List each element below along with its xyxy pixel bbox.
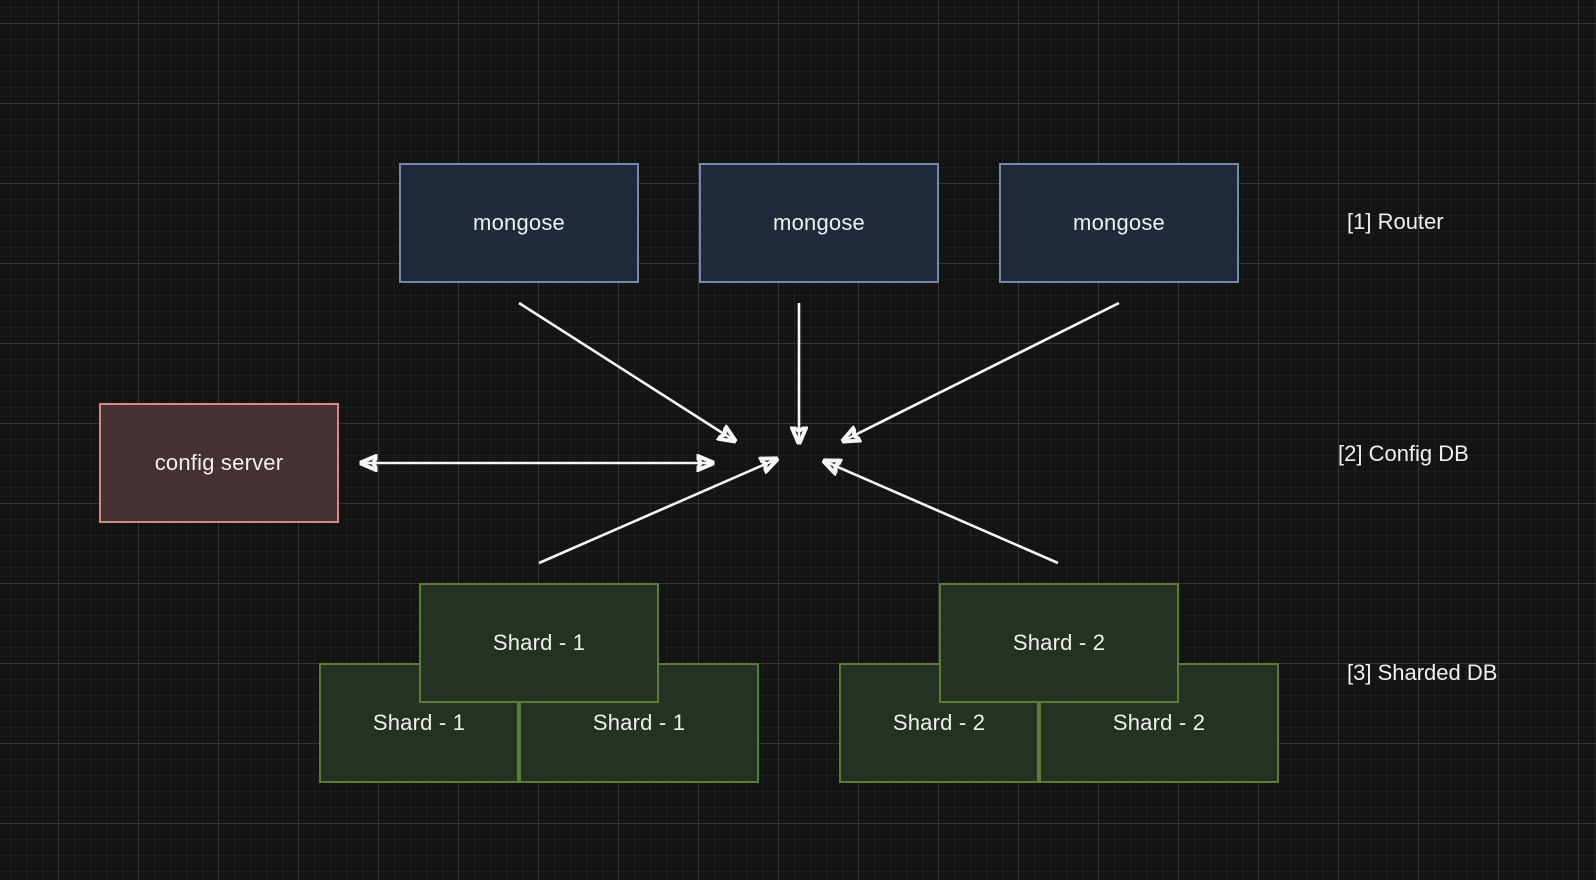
shard1-primary-label: Shard - 1 [492, 630, 586, 655]
arrow-shard1-to-center[interactable] [538, 459, 777, 565]
arrow-shard2-to-center[interactable] [824, 461, 1059, 565]
annotation-config-db-label: [2] Config DB [1338, 441, 1469, 466]
shard1-replica-left-label: Shard - 1 [372, 710, 466, 735]
shard1-replica-right-label: Shard - 1 [592, 710, 686, 735]
router-node-2[interactable]: mongose [699, 163, 939, 283]
router-node-3-label: mongose [1073, 210, 1165, 235]
arrow-router1-to-center[interactable] [518, 301, 735, 441]
shard1-replica-left[interactable]: Shard - 1 [319, 663, 519, 783]
annotation-sharded-db[interactable]: [3] Sharded DB [1347, 660, 1497, 686]
router-node-2-label: mongose [773, 210, 865, 235]
annotation-router-label: [1] Router [1347, 209, 1444, 234]
arrow-router3-to-center[interactable] [843, 301, 1120, 441]
shard2-replica-left-label: Shard - 2 [892, 710, 986, 735]
shard2-primary-label: Shard - 2 [1012, 630, 1106, 655]
annotation-sharded-db-label: [3] Sharded DB [1347, 660, 1498, 685]
shard2-primary[interactable]: Shard - 2 [939, 583, 1179, 703]
router-node-3[interactable]: mongose [999, 163, 1239, 283]
shard2-replica-right-label: Shard - 2 [1112, 710, 1206, 735]
annotation-config-db[interactable]: [2] Config DB [1338, 441, 1469, 467]
router-node-1-label: mongose [473, 210, 565, 235]
shard1-primary[interactable]: Shard - 1 [419, 583, 659, 703]
annotation-router[interactable]: [1] Router [1347, 209, 1444, 235]
config-server-label: config server [154, 450, 284, 475]
config-server-node[interactable]: config server [99, 403, 339, 523]
router-node-1[interactable]: mongose [399, 163, 639, 283]
